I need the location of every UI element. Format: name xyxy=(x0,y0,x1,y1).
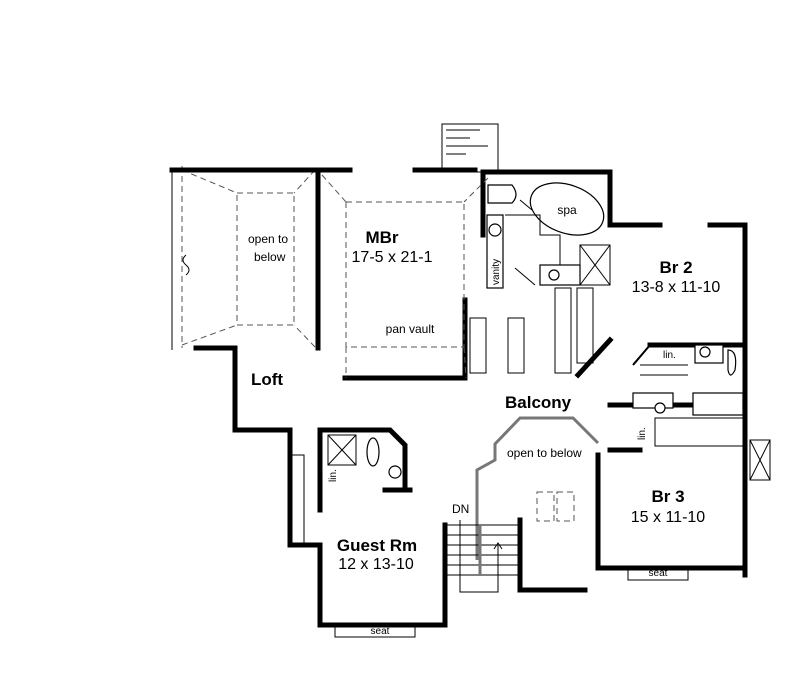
mbr-note: pan vault xyxy=(386,322,435,336)
stairs[interactable] xyxy=(445,520,520,593)
mbr-dims: 17-5 x 21-1 xyxy=(352,249,433,266)
open-below-center-label: open to below xyxy=(507,446,582,460)
br2-linen-label: lin. xyxy=(663,350,676,361)
stair-dn-label: DN xyxy=(452,502,469,516)
br3-seat-label: seat xyxy=(649,568,668,579)
walls xyxy=(169,167,748,628)
deck-top xyxy=(441,123,499,173)
br2-dims: 13-8 x 11-10 xyxy=(632,279,721,296)
open-below-label-line1: open to xyxy=(248,232,288,246)
mbr-pan-vault xyxy=(321,174,489,379)
br2-name: Br 2 xyxy=(659,258,692,277)
guest-dims: 12 x 13-10 xyxy=(338,556,414,573)
open-below-center xyxy=(475,416,600,560)
mbr-name: MBr xyxy=(365,228,398,247)
guest-seat-label: seat xyxy=(371,626,390,637)
br3-dims: 15 x 11-10 xyxy=(631,509,706,526)
open-below-left-area xyxy=(171,166,316,350)
bathtub xyxy=(692,392,744,416)
guest-bath xyxy=(327,434,402,479)
master-bath xyxy=(486,182,611,289)
toilet-mbr xyxy=(487,184,517,204)
balcony-name: Balcony xyxy=(505,393,572,412)
open-below-label-line2: below xyxy=(254,250,286,264)
vanity-label: vanity xyxy=(491,259,502,285)
loft-name: Loft xyxy=(251,370,283,389)
spa-tub xyxy=(529,182,605,236)
guest-linen-label: lin. xyxy=(328,469,339,482)
guest-name: Guest Rm xyxy=(337,536,417,555)
window-seats xyxy=(334,439,771,638)
spa-label: spa xyxy=(557,203,577,217)
closets xyxy=(287,287,744,544)
br3-linen-label: lin. xyxy=(637,427,648,440)
br3-name: Br 3 xyxy=(651,487,684,506)
br2-bath xyxy=(632,344,744,416)
